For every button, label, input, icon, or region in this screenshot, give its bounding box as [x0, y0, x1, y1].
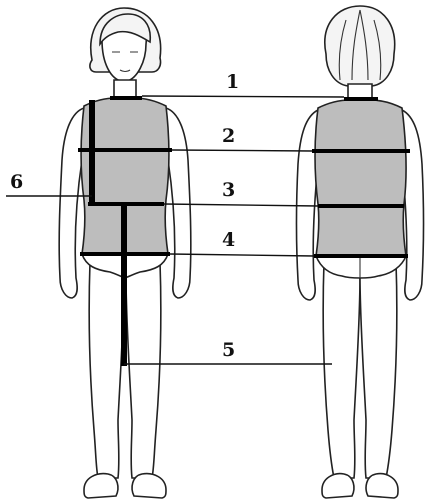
label-6: 6: [10, 171, 23, 193]
back-figure: [297, 6, 424, 498]
back-left-shoe: [322, 474, 354, 498]
label-1: 1: [226, 71, 239, 93]
measure-line-4: [170, 254, 314, 256]
label-3: 3: [222, 179, 235, 201]
front-right-arm: [166, 108, 191, 298]
front-right-shoe: [132, 474, 166, 498]
front-neck: [114, 80, 136, 98]
back-torso: [315, 100, 406, 256]
back-left-leg: [323, 262, 360, 478]
back-right-shoe: [366, 474, 398, 498]
label-5: 5: [222, 339, 235, 361]
front-left-shoe: [84, 474, 118, 498]
front-right-leg: [126, 262, 161, 478]
front-left-leg: [89, 262, 124, 478]
back-right-leg: [360, 262, 397, 478]
measure-line-2: [172, 150, 312, 151]
label-2: 2: [222, 125, 235, 147]
back-hair: [325, 6, 395, 86]
measure-line-1: [142, 96, 344, 97]
front-left-arm: [59, 108, 84, 298]
label-4: 4: [222, 229, 235, 251]
